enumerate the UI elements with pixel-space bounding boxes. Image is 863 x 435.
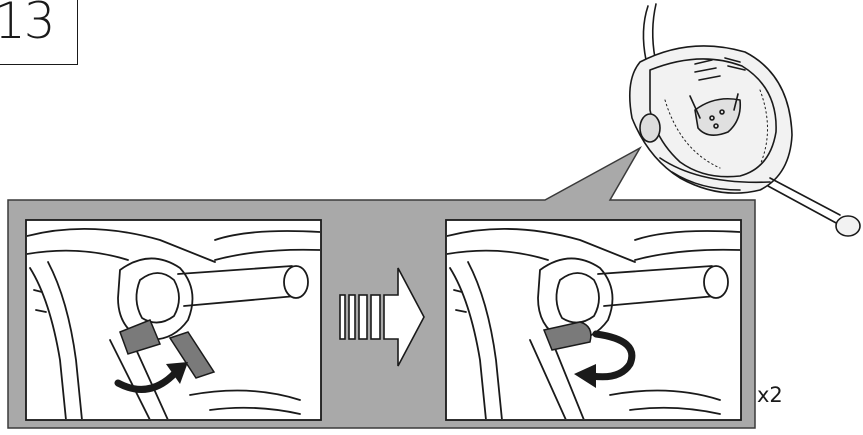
strap-after-illustration	[446, 220, 741, 420]
repeat-count-label: x2	[757, 383, 783, 407]
strap-before-illustration	[26, 220, 321, 420]
